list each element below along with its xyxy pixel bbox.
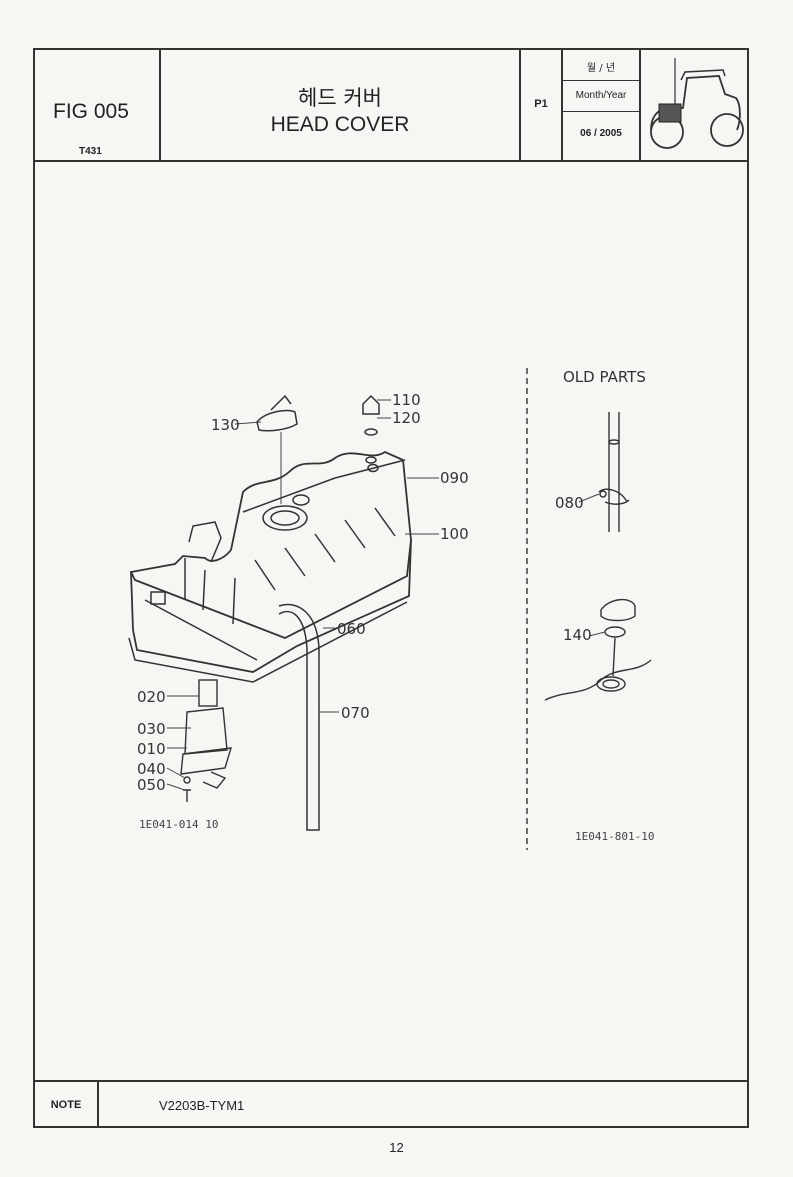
breather-hose-drawing — [278, 603, 320, 831]
page-code: P1 — [534, 98, 548, 110]
date-cell: 월 / 년 Month/Year 06 / 2005 — [563, 50, 641, 160]
month-year-korean: 월 / 년 — [563, 58, 639, 81]
note-label: NOTE — [35, 1082, 99, 1128]
fig-cell: FIG 005 T431 — [35, 50, 161, 160]
sheet-header: FIG 005 T431 헤드 커버 HEAD COVER P1 월 / 년 M… — [35, 50, 747, 162]
page-number: 12 — [389, 1140, 404, 1155]
nut-and-washer-drawing — [362, 394, 380, 464]
callout-130: 130 — [211, 416, 240, 434]
tractor-icon — [650, 58, 744, 149]
callout-060: 060 — [337, 620, 366, 638]
title-korean: 헤드 커버 — [298, 86, 382, 110]
callout-100: 100 — [440, 525, 469, 543]
title-cell: 헤드 커버 HEAD COVER — [161, 50, 521, 160]
head-cover-drawing — [128, 450, 412, 683]
callout-070: 070 — [341, 704, 370, 722]
callout-110: 110 — [392, 391, 421, 409]
oil-cap-drawing — [256, 394, 298, 432]
note-value: V2203B-TYM1 — [159, 1097, 245, 1113]
callout-020: 020 — [137, 688, 166, 706]
exploded-view-diagram: 110 120 130 090 100 060 070 020 030 010 … — [128, 368, 654, 850]
old-parts-title: OLD PARTS — [563, 368, 646, 386]
old-callout-140: 140 — [563, 626, 592, 644]
tractor-icon-cell — [641, 50, 747, 160]
callout-050: 050 — [137, 776, 166, 794]
diagram-area: 110 120 130 090 100 060 070 020 030 010 … — [35, 160, 747, 1078]
old-parts-drawing — [544, 412, 652, 701]
note-row: NOTE V2203B-TYM1 — [35, 1080, 747, 1128]
date-value: 06 / 2005 — [580, 128, 622, 139]
callout-010: 010 — [137, 740, 166, 758]
callout-040: 040 — [137, 760, 166, 778]
bracket-drawing — [180, 679, 232, 802]
fig-code: FIG 005 — [53, 100, 129, 123]
leader-lines — [166, 399, 439, 791]
page-cell: P1 — [521, 50, 563, 160]
title-english: HEAD COVER — [270, 113, 410, 136]
old-drawing-code: 1E041-801-10 — [575, 830, 654, 843]
month-year-label: Month/Year — [563, 81, 639, 112]
model-code: T431 — [79, 146, 102, 157]
parts-sheet: FIG 005 T431 헤드 커버 HEAD COVER P1 월 / 년 M… — [33, 48, 749, 1128]
callout-030: 030 — [137, 720, 166, 738]
callout-labels: 110 120 130 090 100 060 070 020 030 010 … — [137, 391, 469, 831]
callout-090: 090 — [440, 469, 469, 487]
old-callout-080: 080 — [555, 494, 584, 512]
main-drawing-code: 1E041-014 10 — [139, 818, 218, 831]
callout-120: 120 — [392, 409, 421, 427]
